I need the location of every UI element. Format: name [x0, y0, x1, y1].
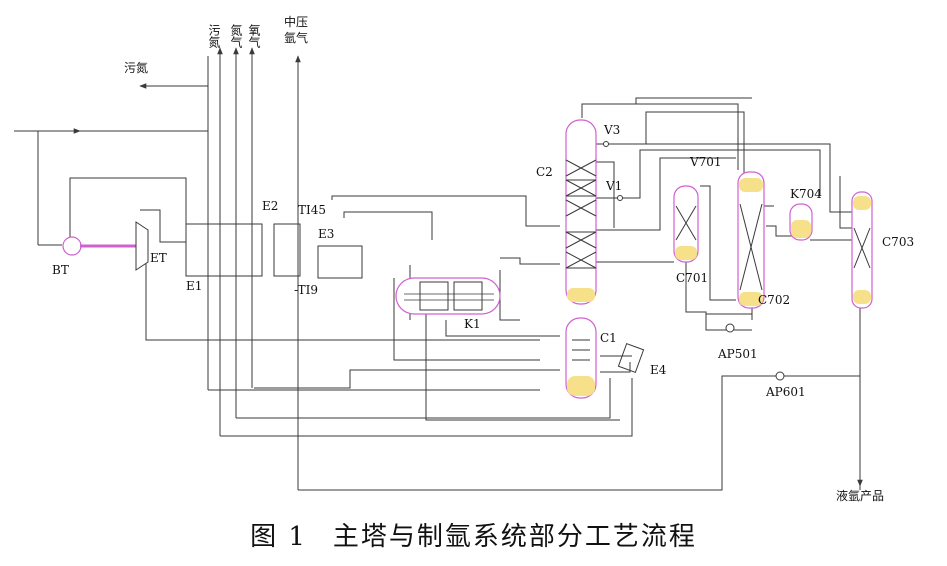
c701-column: [673, 185, 699, 263]
label-ap601: AP601: [765, 385, 806, 399]
k1-condenser: [395, 277, 501, 315]
e1-heat-exchanger: [185, 223, 263, 277]
label-k1: K1: [464, 317, 481, 331]
label-top-mp-ar-1: 中压: [284, 14, 308, 29]
labels: BT ET E1 E2 E3 TI45 -TI9 K1 C1 C2 V3 V1 …: [52, 14, 914, 503]
label-liquid-ar: 液氩产品: [836, 488, 884, 503]
k704-vessel: [789, 203, 813, 241]
label-top-n2: 氮气: [229, 23, 243, 48]
label-top-o2: 氧气: [247, 24, 261, 48]
c2-upper-column: [565, 119, 597, 305]
label-e3: E3: [318, 227, 334, 241]
label-v3: V3: [603, 123, 620, 137]
label-et: ET: [150, 251, 167, 265]
v1-valve: [617, 195, 623, 201]
ap601-pump: [775, 371, 785, 381]
label-c701: C701: [676, 271, 708, 285]
label-top-waste-n2: 污氮: [207, 24, 221, 49]
piping: [14, 47, 863, 491]
label-c702: C702: [758, 293, 790, 307]
ap501-pump: [725, 323, 735, 333]
e3-heat-exchanger: [317, 245, 363, 279]
label-e1: E1: [186, 279, 202, 293]
label-v701: V701: [689, 155, 722, 169]
label-c703: C703: [882, 235, 914, 249]
label-c1: C1: [600, 331, 617, 345]
label-top-mp-ar-2: 氩气: [284, 30, 308, 45]
e2-heat-exchanger: [273, 223, 301, 277]
c1-lower-column: [565, 317, 597, 399]
label-k704: K704: [790, 187, 822, 201]
label-ti9: -TI9: [294, 283, 318, 297]
label-v1: V1: [605, 179, 622, 193]
v3-valve: [603, 141, 609, 147]
label-c2: C2: [536, 165, 553, 179]
label-ap501: AP501: [717, 347, 758, 361]
label-e2: E2: [262, 199, 278, 213]
bt-blower: [62, 236, 136, 256]
e4-subcooler: [617, 343, 645, 373]
figure-number: 图 1: [250, 522, 307, 552]
label-e4: E4: [650, 363, 667, 377]
label-bt: BT: [52, 263, 69, 277]
et-expander: [135, 221, 149, 271]
c702-column: [737, 171, 765, 309]
figure-caption: 图 1 主塔与制氩系统部分工艺流程: [0, 516, 947, 553]
label-ti45: TI45: [298, 203, 326, 217]
figure-title: 主塔与制氩系统部分工艺流程: [332, 522, 697, 552]
label-waste-n2-left: 污氮: [124, 60, 148, 75]
c703-column: [851, 191, 873, 309]
